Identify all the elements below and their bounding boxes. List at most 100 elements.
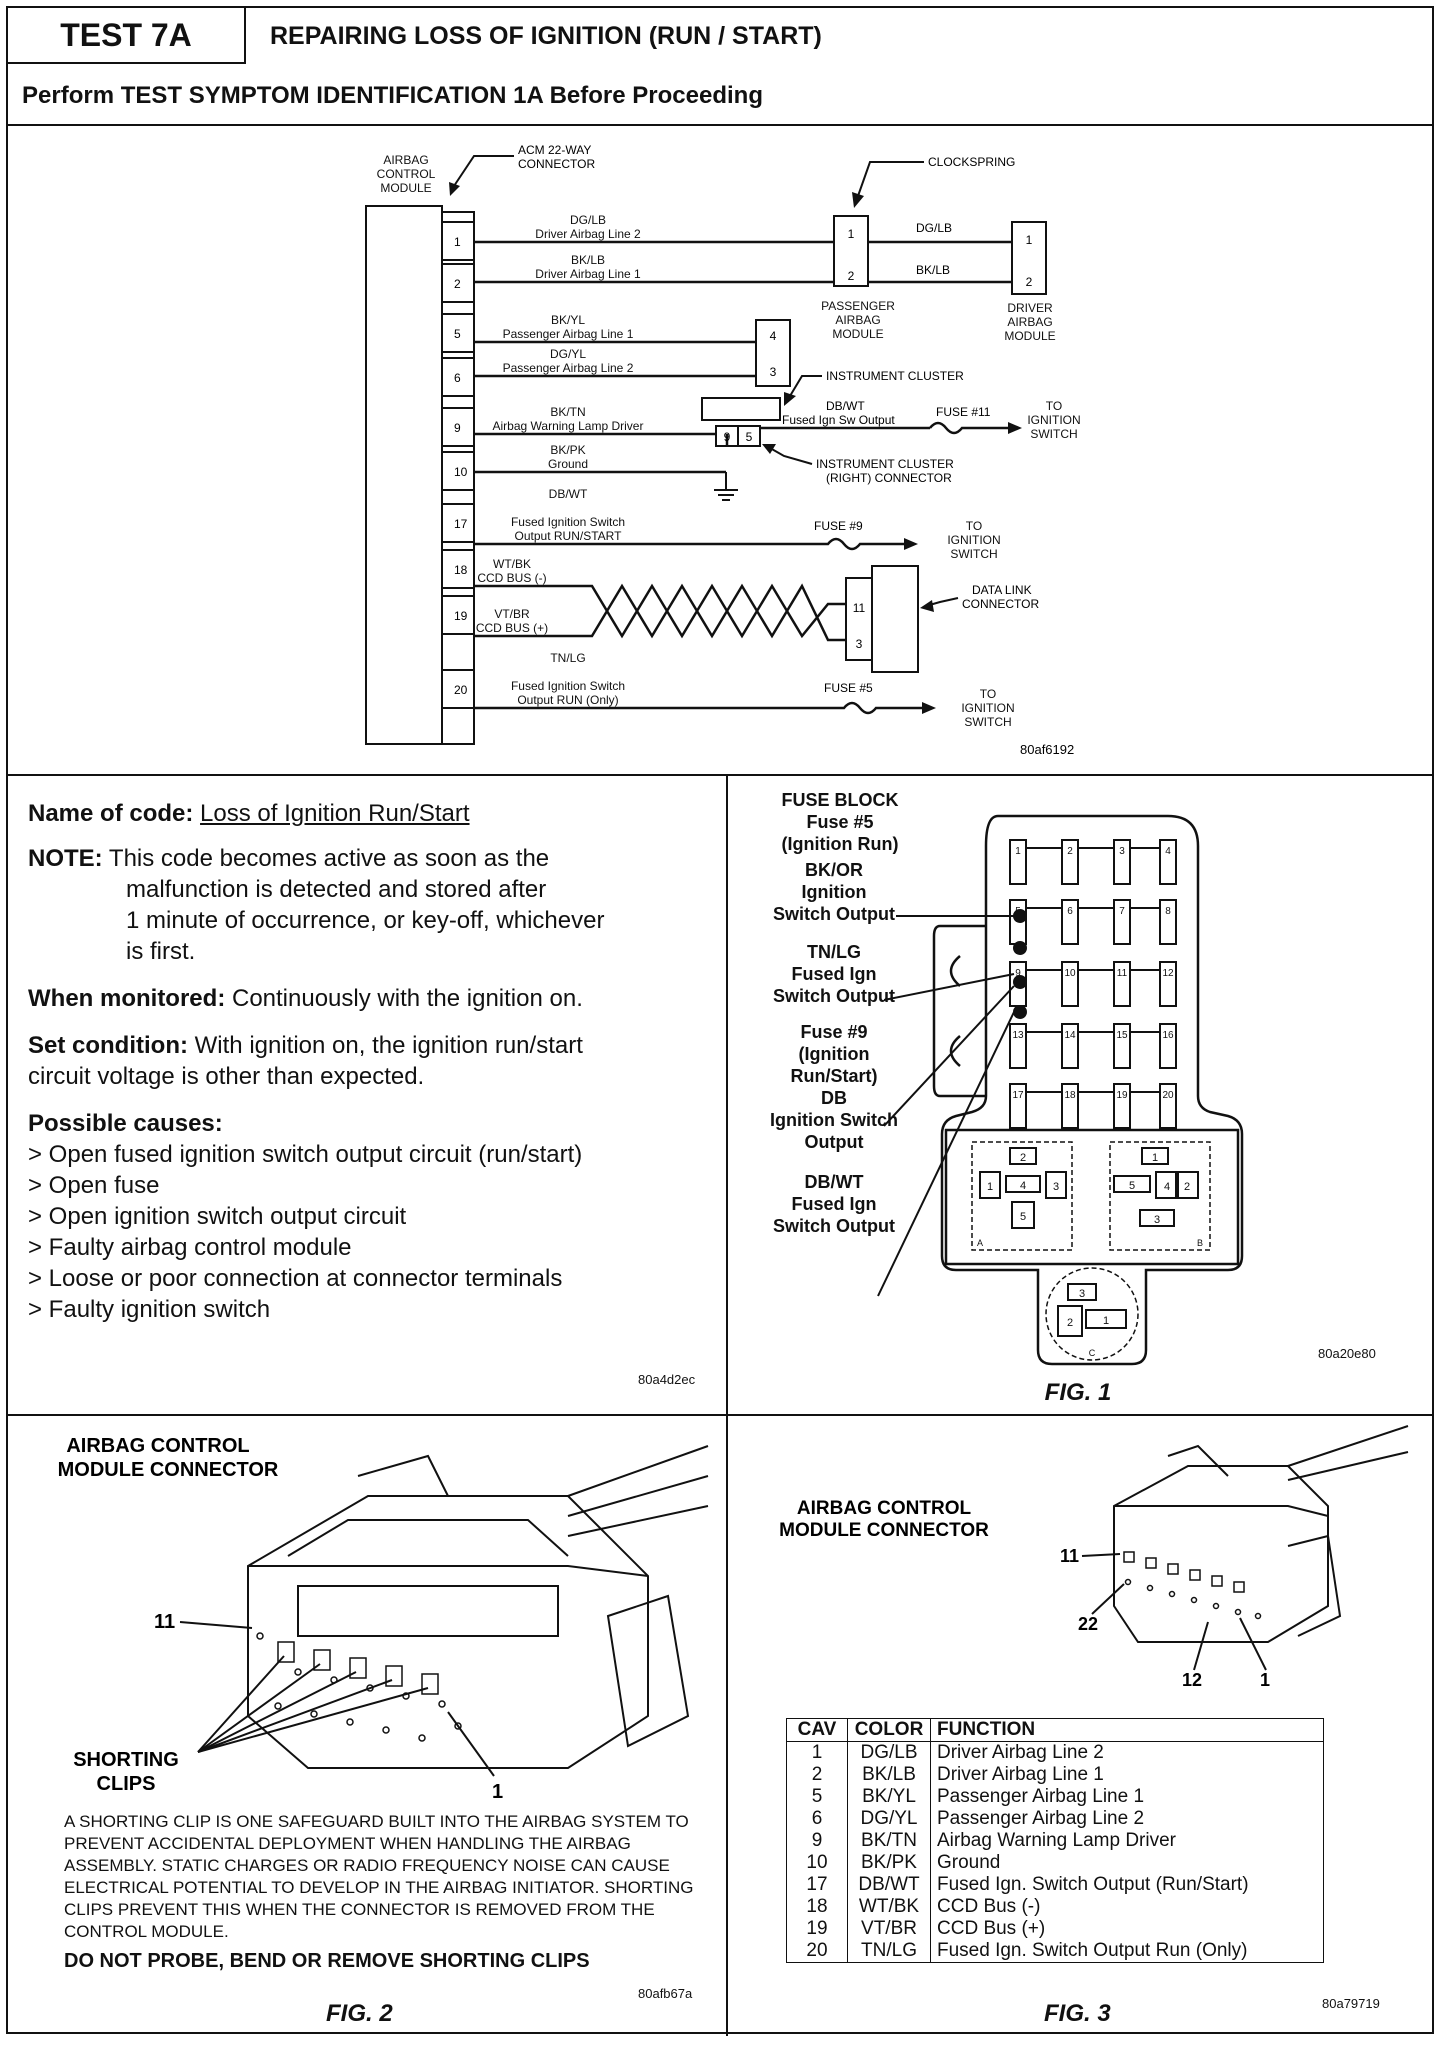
- pin-number: 1: [454, 235, 461, 249]
- cluster-conn-2: (RIGHT) CONNECTOR: [826, 471, 952, 485]
- wire-color-label: DG/LB: [570, 213, 606, 227]
- fuse-slot: [1159, 899, 1177, 945]
- fuse-slot: [1061, 1023, 1079, 1069]
- fig3-connector: AIRBAG CONTROL MODULE CONNECTOR 11 22: [779, 1425, 1409, 1690]
- fuse-number: 18: [1064, 1090, 1076, 1101]
- list-item: > Open fuse: [28, 1172, 160, 1199]
- svg-text:1: 1: [987, 1181, 993, 1193]
- table-cell: DB/WT: [847, 1874, 931, 1896]
- middle-section: Name of code: Loss of Ignition Run/Start…: [8, 774, 1432, 1416]
- table-header: CAV: [786, 1718, 848, 1742]
- table-cell: 17: [786, 1874, 848, 1896]
- svg-text:9: 9: [724, 430, 731, 444]
- svg-text:IGNITION: IGNITION: [947, 533, 1000, 547]
- code-info: Name of code: Loss of Ignition Run/Start…: [28, 798, 708, 1325]
- code-ref: 80a4d2ec: [638, 1372, 696, 1387]
- pin-box-20: [441, 669, 475, 709]
- fuse-number: 16: [1162, 1030, 1174, 1041]
- wire-color-label: BK/PK: [550, 443, 585, 457]
- procedure-instruction: Perform TEST SYMPTOM IDENTIFICATION 1A B…: [22, 82, 763, 109]
- pin-box-18: [441, 549, 475, 589]
- fig2-pin-11: 11: [154, 1611, 175, 1633]
- fuse-number: 14: [1064, 1030, 1076, 1041]
- wire-desc-label: Output RUN/START: [515, 529, 623, 543]
- table-cell: BK/PK: [847, 1852, 931, 1874]
- svg-text:A: A: [977, 1238, 983, 1248]
- table-cell: Fused Ign. Switch Output (Run/Start): [930, 1874, 1324, 1896]
- passenger-module-2: AIRBAG: [835, 313, 880, 327]
- fuse-number: 11: [1117, 968, 1128, 979]
- svg-text:SWITCH: SWITCH: [950, 547, 997, 561]
- wire-desc-label: Fused Ignition Switch: [511, 515, 625, 529]
- fig3-caption: FIG. 3: [1044, 2000, 1111, 2027]
- wiring-schematic: AIRBAG CONTROL MODULE ACM 22-WAY CONNECT…: [365, 143, 1081, 757]
- module-label: AIRBAG CONTROL MODULE: [377, 153, 436, 195]
- fig1-label: Run/Start): [791, 1066, 878, 1086]
- fuse-slot: [1061, 1083, 1079, 1129]
- fig3-pin-22: 22: [1078, 1614, 1098, 1634]
- table-cell: CCD Bus (+): [930, 1918, 1324, 1940]
- instrument-cluster-block: [701, 397, 781, 421]
- svg-text:AIRBAG CONTROL: AIRBAG CONTROL: [797, 1498, 972, 1519]
- table-cell: TN/LG: [847, 1940, 931, 1963]
- fig1-label: Fuse #5: [806, 812, 873, 832]
- table-cell: 19: [786, 1918, 848, 1940]
- fig1-label: Ignition Switch: [770, 1110, 898, 1130]
- fig1-ref: 80a20e80: [1318, 1346, 1376, 1361]
- connector-label-1: ACM 22-WAY: [518, 143, 591, 157]
- pin-number: 19: [454, 609, 468, 623]
- bottom-section: AIRBAG CONTROL MODULE CONNECTOR: [8, 1414, 1432, 2036]
- svg-text:3: 3: [770, 365, 777, 379]
- fig1-label: Fuse #9: [800, 1022, 867, 1042]
- fuse-slot: [1159, 961, 1177, 1007]
- set-label: Set condition:: [28, 1032, 188, 1059]
- fig2-clips-2: CLIPS: [97, 1773, 156, 1795]
- svg-text:C: C: [1089, 1348, 1096, 1358]
- wire-color-label: DG/YL: [550, 347, 586, 361]
- table-cell: BK/YL: [847, 1786, 931, 1808]
- svg-text:MODULE CONNECTOR: MODULE CONNECTOR: [779, 1520, 989, 1541]
- wire-color-label: DB/WT: [549, 487, 588, 501]
- fuse-number: 8: [1165, 906, 1171, 917]
- wire-desc-label: Ground: [548, 457, 588, 471]
- fuse-slot: [1113, 1083, 1131, 1129]
- svg-text:1: 1: [1103, 1315, 1109, 1327]
- list-item: > Faulty airbag control module: [28, 1234, 352, 1261]
- svg-text:2: 2: [1067, 1317, 1073, 1329]
- list-item: > Loose or poor connection at connector …: [28, 1265, 563, 1292]
- table-cell: Driver Airbag Line 2: [930, 1741, 1324, 1764]
- svg-text:3: 3: [1079, 1288, 1085, 1300]
- wire-desc-label: Output RUN (Only): [517, 693, 618, 707]
- svg-text:AIRBAG CONTROL: AIRBAG CONTROL: [66, 1435, 249, 1457]
- svg-text:5: 5: [746, 430, 753, 444]
- module-label-3: MODULE: [380, 181, 431, 195]
- fig2-clips-1: SHORTING: [73, 1749, 179, 1771]
- shorting-clip-note: A SHORTING CLIP IS ONE SAFEGUARD BUILT I…: [64, 1812, 694, 1941]
- fuse11-label: FUSE #11: [936, 405, 991, 419]
- passenger-module-1: PASSENGER: [821, 299, 895, 313]
- svg-text:2: 2: [848, 269, 855, 283]
- fig1-label: DB: [821, 1088, 847, 1108]
- pin-number: 18: [454, 563, 468, 577]
- svg-text:1: 1: [1026, 233, 1033, 247]
- wire-color-label: BK/LB: [571, 253, 605, 267]
- svg-text:SWITCH: SWITCH: [964, 715, 1011, 729]
- fuse-number: 7: [1119, 906, 1125, 917]
- cluster-out-desc: Fused Ign Sw Output: [782, 413, 895, 427]
- fig1-label: Switch Output: [773, 1216, 895, 1236]
- table-cell: BK/LB: [847, 1764, 931, 1786]
- fig1-label: Switch Output: [773, 986, 895, 1006]
- list-item: > Faulty ignition switch: [28, 1296, 271, 1323]
- pin-box-9: [441, 407, 475, 447]
- fig3-pin-12: 12: [1182, 1670, 1202, 1690]
- svg-text:TO: TO: [966, 519, 982, 533]
- wire-color-label: VT/BR: [494, 607, 530, 621]
- pin-number: 9: [454, 421, 461, 435]
- data-link-block: [871, 565, 919, 673]
